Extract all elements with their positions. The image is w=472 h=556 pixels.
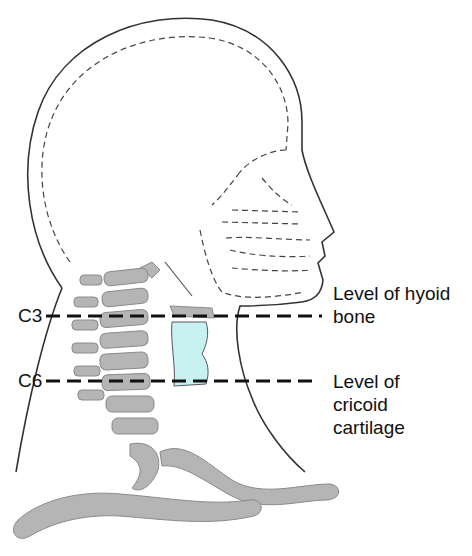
- vertebra-level: C6: [18, 369, 48, 392]
- hyoid-level-line: [46, 315, 322, 318]
- clavicle: [160, 449, 339, 505]
- level-label: Level of cricoid cartilage: [333, 370, 429, 439]
- rib: [130, 443, 159, 490]
- styloid: [165, 262, 192, 296]
- cricoid-level-line: [46, 380, 316, 383]
- head-outline: [28, 18, 334, 472]
- face-dashed: [200, 150, 312, 297]
- cervical-vertebrae: [72, 268, 158, 434]
- level-label: Level of hyoid bone: [333, 282, 455, 328]
- thyroid-cartilage: [172, 322, 208, 386]
- skull-dashed: [42, 37, 288, 262]
- vertebra-level: C3: [18, 304, 48, 327]
- scapula: [14, 493, 262, 538]
